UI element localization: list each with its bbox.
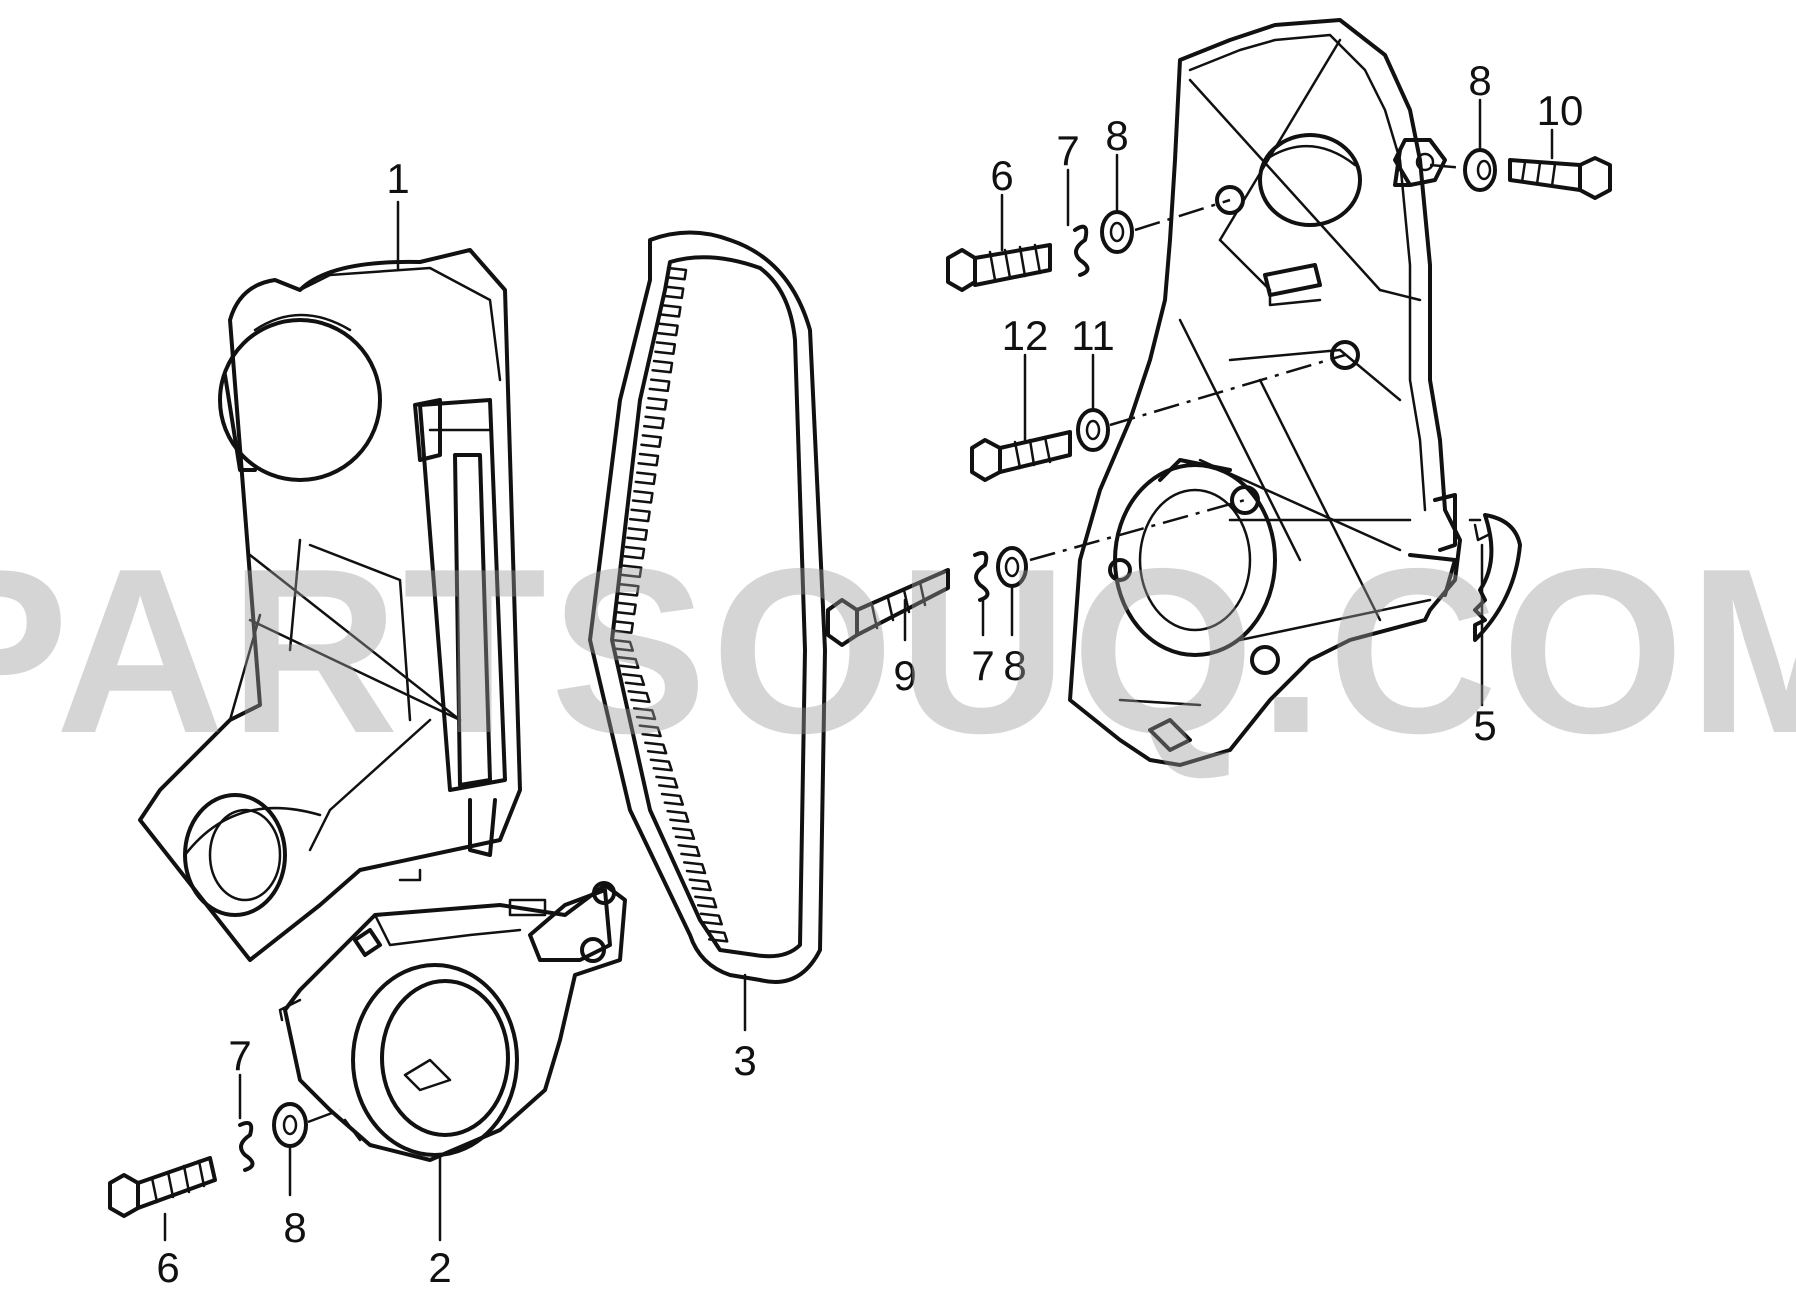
bolt-10[interactable] <box>1508 156 1612 200</box>
callout-6-lower: 6 <box>156 1244 179 1291</box>
callout-8-upper: 8 <box>1105 112 1128 159</box>
callout-6-upper: 6 <box>990 152 1013 199</box>
bolt-6-upper[interactable] <box>946 243 1052 292</box>
callout-12: 12 <box>1002 312 1049 359</box>
washer-8-upper[interactable] <box>1100 210 1134 254</box>
washer-11[interactable] <box>1076 408 1110 452</box>
lower-timing-cover[interactable] <box>278 881 627 1162</box>
callout-2: 2 <box>428 1244 451 1291</box>
callout-10: 10 <box>1537 87 1584 134</box>
bracket-clip[interactable] <box>1468 513 1522 642</box>
callout-5: 5 <box>1473 702 1496 749</box>
callouts: 1 2 3 5 6 6 7 7 7 8 8 8 8 9 10 11 12 <box>156 57 1583 1291</box>
clip-7-upper[interactable] <box>1073 224 1090 277</box>
clip-7-lower[interactable] <box>238 1121 255 1172</box>
washer-8-right[interactable] <box>1463 148 1497 192</box>
bolt-6-lower[interactable] <box>108 1156 217 1218</box>
watermark: PARTSOUQ.COM <box>0 519 1796 782</box>
callout-9: 9 <box>893 652 916 699</box>
backing-plate[interactable] <box>1068 18 1462 767</box>
upper-timing-cover[interactable] <box>138 248 522 962</box>
center-lines <box>307 163 1466 1124</box>
bolt-12[interactable] <box>970 430 1072 482</box>
callout-3: 3 <box>733 1037 756 1084</box>
callout-1: 1 <box>386 155 409 202</box>
washer-8-lower[interactable] <box>272 1102 308 1148</box>
clip-7-middle[interactable] <box>973 551 990 602</box>
callout-8-right: 8 <box>1468 57 1491 104</box>
bolt-9[interactable] <box>826 568 950 647</box>
timing-belt[interactable] <box>588 230 827 984</box>
leader-lines <box>163 98 1554 1242</box>
callout-11: 11 <box>1071 312 1115 359</box>
callout-7-upper: 7 <box>1056 127 1079 174</box>
callout-8-lower: 8 <box>283 1204 306 1251</box>
callout-7-lower: 7 <box>228 1032 251 1079</box>
callout-7-middle: 7 <box>971 642 994 689</box>
callout-8-middle: 8 <box>1003 642 1026 689</box>
